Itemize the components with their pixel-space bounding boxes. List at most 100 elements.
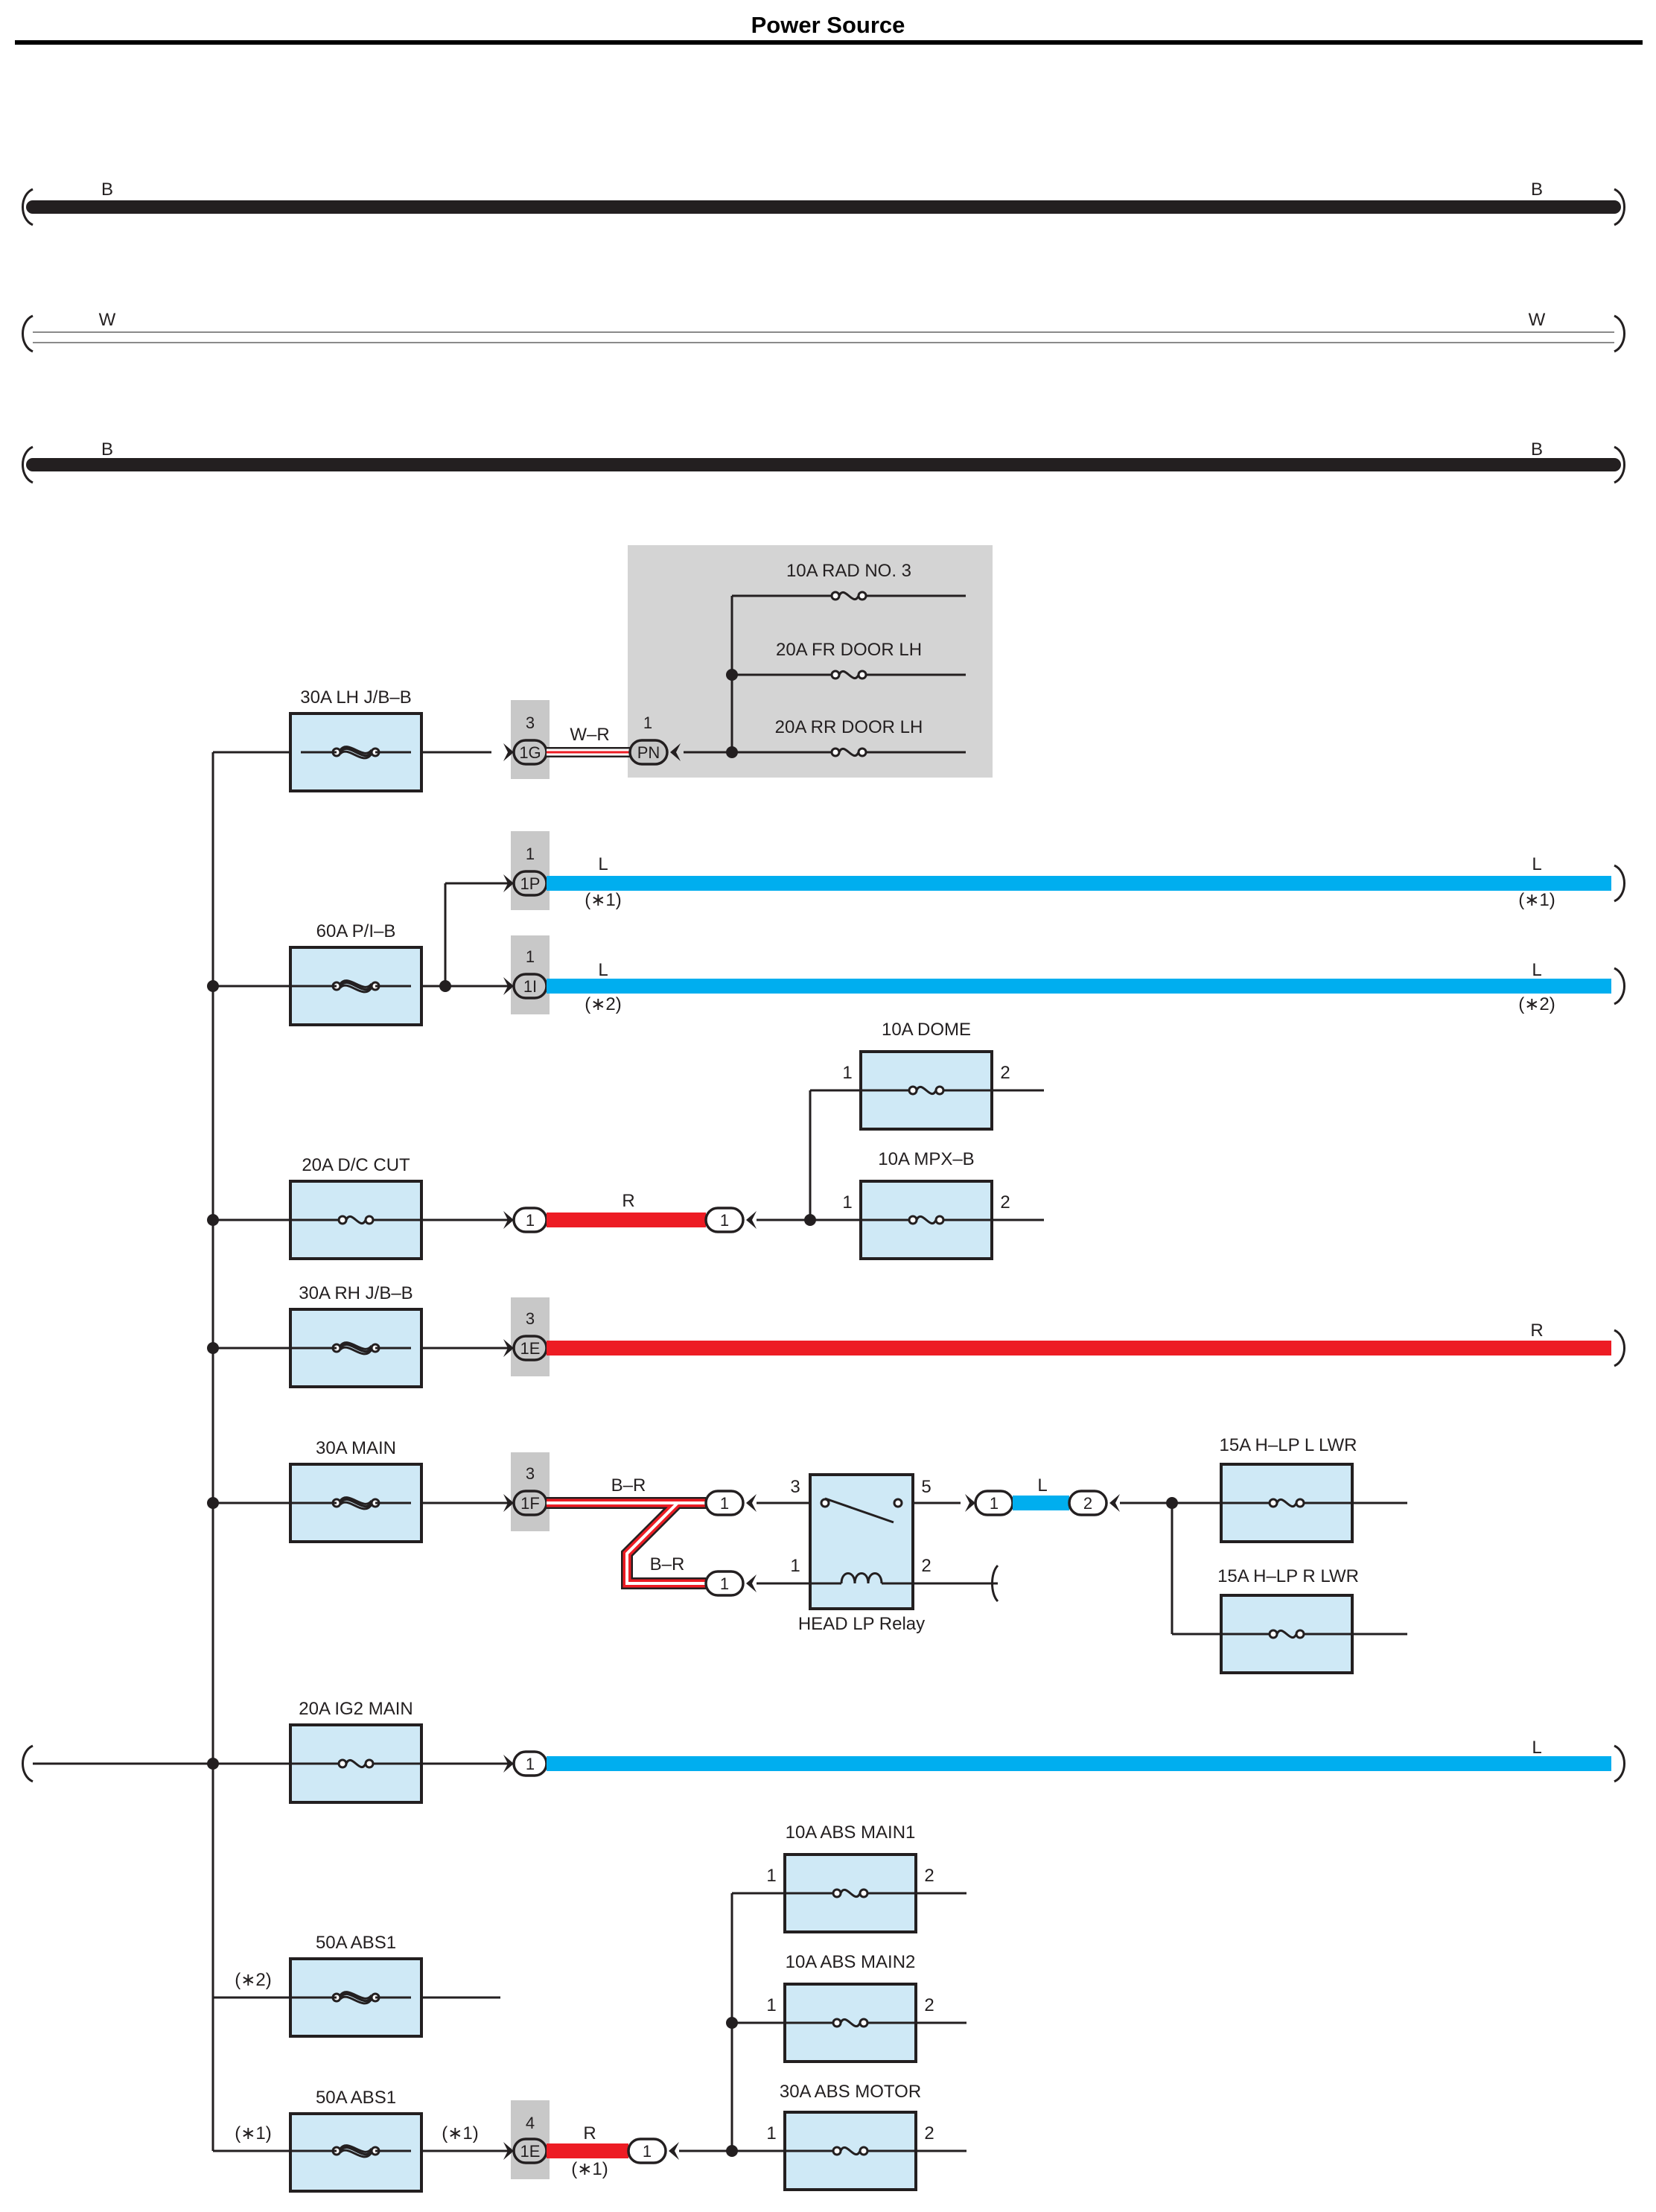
wire-label: B (101, 439, 113, 460)
row-ig2-main: 20A IG2 MAIN 1 L (207, 1699, 1625, 1804)
note: (∗1) (442, 2123, 478, 2143)
wire-color: L (1037, 1475, 1047, 1496)
connector-id: 1 (643, 2142, 652, 2161)
wire-color: L (1532, 960, 1541, 980)
connector-id: 1I (523, 977, 537, 996)
wire-color: L (598, 960, 608, 980)
wire-color: L (598, 854, 608, 874)
connector-pin: 3 (526, 714, 535, 732)
pin-label: 3 (790, 1477, 800, 1497)
wire-color: L (1532, 1738, 1541, 1758)
row-pi-b: 60A P/I–B 1 1P L L (∗1) (∗1) 1 1I L L (∗… (207, 831, 1625, 1026)
fuse-label: 10A DOME (882, 1020, 971, 1040)
fuse-label: 20A FR DOOR LH (776, 640, 922, 660)
wire-label: W (99, 310, 116, 330)
top-wire-2: W W (22, 310, 1625, 353)
note: (∗2) (235, 1970, 271, 1990)
wire-label: B (101, 179, 113, 200)
fuse-label: 30A MAIN (316, 1438, 396, 1458)
connector-id: 1E (520, 2142, 541, 2161)
note: (∗2) (1518, 994, 1555, 1014)
pin-label: 2 (924, 1995, 934, 2015)
fuse-label: 10A ABS MAIN1 (786, 1822, 916, 1843)
pin-label: 2 (924, 2123, 934, 2143)
fuse-abs1-b (289, 2112, 423, 2193)
connector-pin: 1 (643, 714, 652, 732)
connector-pin: 1 (526, 947, 535, 966)
fuse-label: 50A ABS1 (316, 2088, 396, 2108)
pin-label: 1 (790, 1556, 800, 1576)
top-wire-3: B B (22, 439, 1625, 484)
fuse-label: 30A LH J/B–B (300, 687, 411, 708)
connector-id: PN (637, 743, 660, 762)
fuse-label: 60A P/I–B (316, 921, 396, 941)
wire-color: W–R (570, 725, 609, 745)
junction-box-fuses: 10A RAD NO. 3 20A FR DOOR LH 20A RR DOOR… (684, 561, 966, 763)
junction-box (628, 545, 993, 778)
row-lh-jb: 30A LH J/B–B 3 1G W–R 1 PN (289, 687, 681, 792)
wire-color: B–R (611, 1475, 646, 1496)
pin-label: 1 (766, 1866, 776, 1886)
pin-label: 2 (921, 1556, 931, 1576)
fuse-label: 10A RAD NO. 3 (786, 561, 911, 581)
connector-id: 1 (720, 1211, 729, 1230)
wire-color: L (1532, 854, 1541, 874)
connector-pin: 4 (526, 2114, 535, 2132)
connector-id: 1 (990, 1494, 999, 1513)
wire-color: B–R (650, 1554, 685, 1574)
head-lp-relay (809, 1473, 914, 1610)
fuse-label: 20A D/C CUT (302, 1155, 410, 1175)
pin-label: 1 (842, 1192, 852, 1213)
row-abs1-1: 50A ABS1 (∗1) (∗1) 4 1E R (∗1) 1 10A ABS… (213, 1822, 966, 2193)
wire-color: R (583, 2123, 596, 2143)
connector-id: 1P (520, 874, 541, 893)
fuse-label: 15A H–LP L LWR (1220, 1435, 1357, 1455)
wire-label: B (1531, 439, 1543, 460)
wire-label: B (1531, 179, 1543, 200)
row-main: 30A MAIN 3 1F B–R B–R 1 1 3 5 1 2 HE (207, 1435, 1407, 1674)
connector-id: 1E (520, 1339, 541, 1358)
relay-label: HEAD LP Relay (798, 1614, 925, 1634)
note: (∗1) (235, 2123, 271, 2143)
note: (∗1) (585, 890, 621, 910)
top-wire-1: B B (22, 179, 1625, 226)
connector-id: 1 (526, 1211, 535, 1230)
input-bracket (22, 1744, 34, 1783)
pin-label: 2 (924, 1866, 934, 1886)
fuse-label: 20A IG2 MAIN (299, 1699, 413, 1719)
note: (∗1) (1518, 890, 1555, 910)
connector-pin: 3 (526, 1464, 535, 1483)
row-abs1-2: 50A ABS1 (∗2) (213, 1933, 500, 2038)
connector-pin: 1 (526, 845, 535, 863)
wire-color: R (622, 1191, 634, 1211)
pin-label: 2 (1000, 1192, 1010, 1213)
connector-id: 1 (720, 1494, 729, 1513)
note: (∗2) (585, 994, 621, 1014)
fuse-label: 20A RR DOOR LH (775, 717, 923, 737)
connector-pin: 3 (526, 1309, 535, 1328)
connector-id: 1F (520, 1494, 540, 1513)
fuse-label: 10A ABS MAIN2 (786, 1952, 916, 1972)
note: (∗1) (571, 2159, 608, 2179)
connector-id: 1 (720, 1574, 729, 1593)
connector-id: 2 (1083, 1494, 1092, 1513)
pin-label: 1 (766, 1995, 776, 2015)
pin-label: 2 (1000, 1063, 1010, 1083)
pin-label: 1 (842, 1063, 852, 1083)
fuse-label: 30A ABS MOTOR (780, 2082, 921, 2102)
wire-color: R (1530, 1320, 1543, 1341)
row-dc-cut: 20A D/C CUT 1 R 1 10A DOME 1 2 10A MPX–B… (207, 1020, 1044, 1260)
fuse-label: 30A RH J/B–B (299, 1283, 413, 1303)
pin-label: 5 (921, 1477, 931, 1497)
page-title: Power Source (751, 12, 905, 38)
title-rule (15, 40, 1643, 45)
fuse-label: 10A MPX–B (878, 1149, 974, 1169)
connector-id: 1G (519, 743, 541, 762)
fuse-label: 50A ABS1 (316, 1933, 396, 1953)
connector-id: 1 (526, 1755, 535, 1773)
row-rh-jb: 30A RH J/B–B 3 1E R (207, 1283, 1625, 1388)
fuse-label: 15A H–LP R LWR (1217, 1566, 1359, 1586)
pin-label: 1 (766, 2123, 776, 2143)
wire-label: W (1529, 310, 1546, 330)
